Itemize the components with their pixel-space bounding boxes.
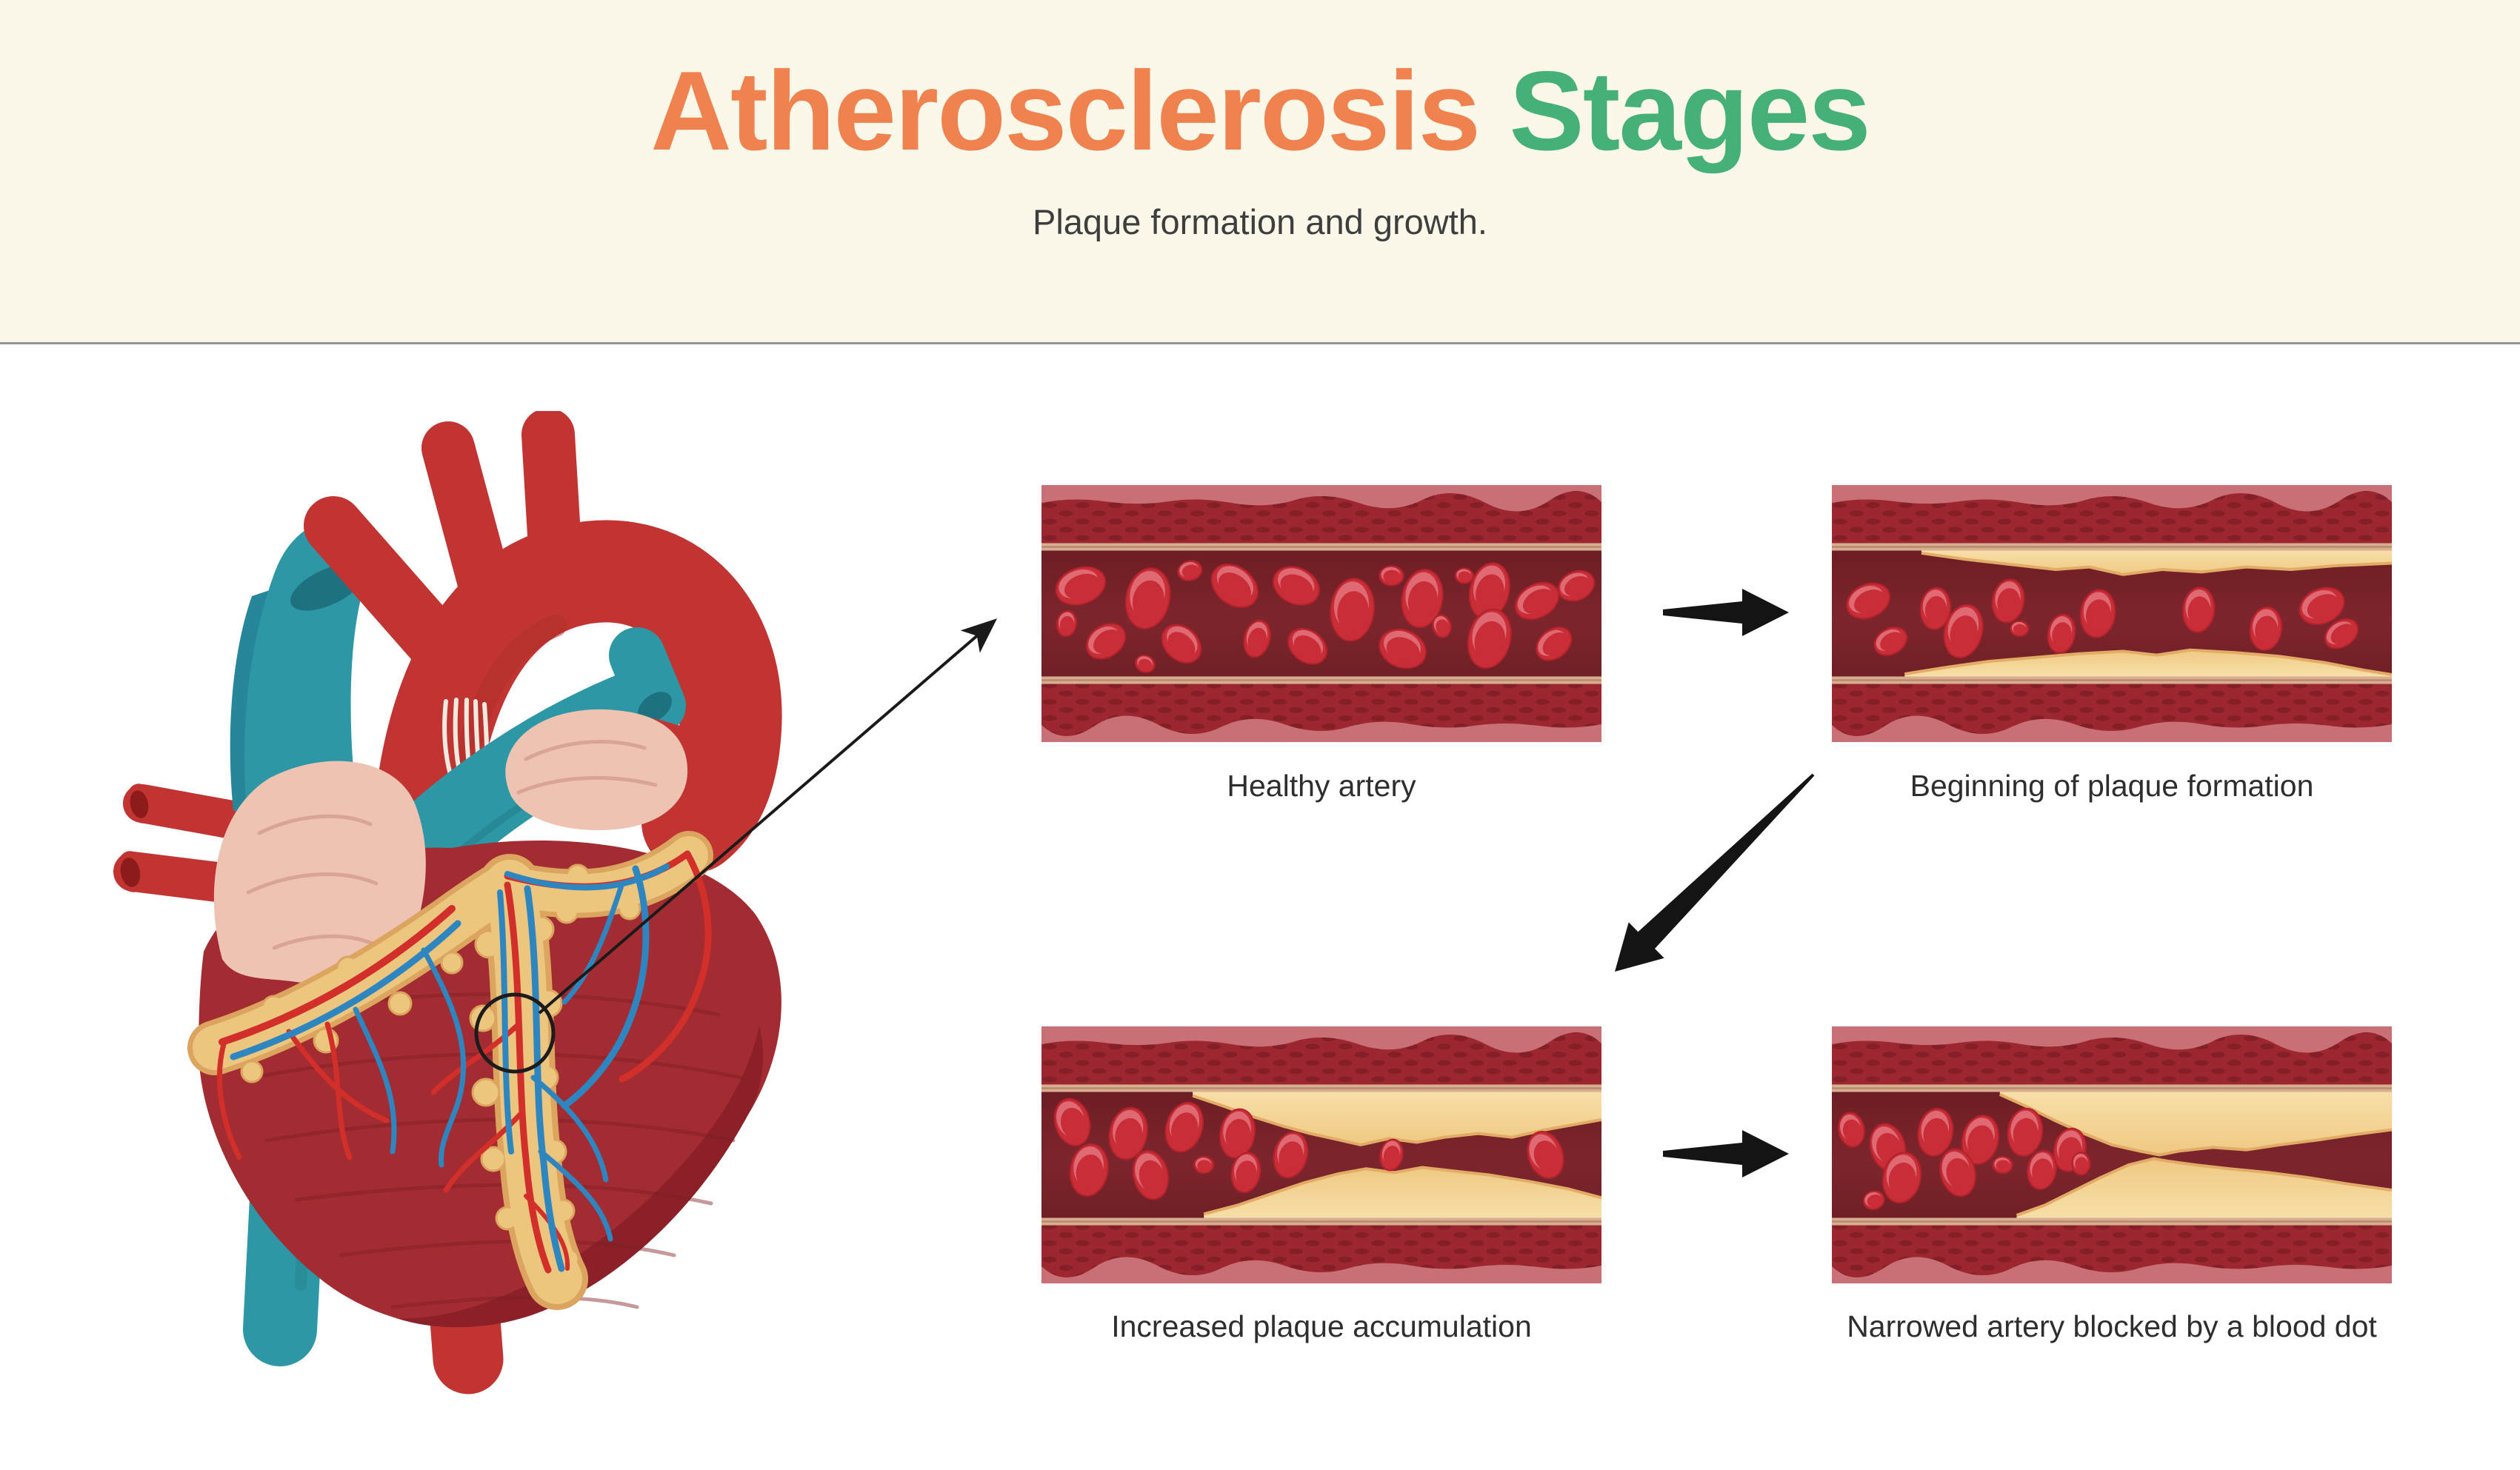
red-blood-cell (1056, 610, 1078, 638)
red-blood-cell (2181, 587, 2216, 633)
red-blood-cell (2027, 1149, 2057, 1190)
red-blood-cell (2079, 589, 2116, 638)
red-blood-cell (1862, 1190, 1885, 1211)
flow-arrow-3-4 (1663, 1130, 1789, 1177)
artery-svg-healthy (1041, 485, 1601, 742)
red-blood-cell (1230, 1152, 1261, 1194)
red-blood-cell (1514, 581, 1560, 621)
flow-arrow-1-2 (1663, 589, 1789, 636)
stage-label-healthy: Healthy artery (1227, 769, 1416, 803)
red-blood-cell (1873, 627, 1908, 656)
red-blood-cell (1919, 587, 1952, 630)
title-word-stages: Stages (1509, 48, 1870, 174)
stage-label-beginning: Beginning of plaque formation (1910, 769, 2314, 803)
red-blood-cell (2010, 620, 2030, 637)
red-blood-cell (1467, 608, 1512, 669)
red-blood-cell (1917, 1107, 1954, 1157)
red-blood-cell (1527, 1131, 1564, 1179)
red-blood-cell (2007, 1107, 2044, 1157)
flow-arrow-2-3 (1615, 773, 1815, 972)
red-blood-cell (1992, 1156, 2013, 1175)
stage-label-increased: Increased plaque accumulation (1111, 1309, 1532, 1343)
artery-svg-narrowed (1832, 1026, 2392, 1283)
red-blood-cell (1536, 626, 1573, 661)
red-blood-cell (2071, 1152, 2091, 1176)
red-blood-cell (1161, 624, 1202, 664)
red-blood-cell (1273, 1131, 1309, 1179)
red-blood-cell (1557, 569, 1596, 602)
stage-panel-beginning (1832, 485, 2392, 742)
red-blood-cell (1379, 628, 1427, 669)
header: Atherosclerosis Stages Plaque formation … (0, 0, 2520, 344)
red-blood-cell (1069, 1143, 1109, 1197)
stage-label-narrowed: Narrowed artery blocked by a blood dot (1847, 1309, 2377, 1343)
red-blood-cell (2299, 587, 2345, 626)
red-blood-cell (1124, 567, 1171, 629)
red-blood-cell (1939, 1148, 1976, 1197)
red-blood-cell (1210, 564, 1259, 609)
title-word-atherosclerosis: Atherosclerosis (650, 48, 1481, 174)
annotation-circle (474, 992, 556, 1074)
left-atrium (213, 761, 426, 990)
heart-svg (113, 411, 782, 1394)
red-blood-cell (1177, 560, 1203, 582)
red-blood-cell (1401, 569, 1444, 629)
red-blood-cell (1134, 655, 1156, 673)
red-blood-cell (1468, 562, 1510, 620)
red-blood-cell (2324, 618, 2359, 649)
artery-svg-increased (1041, 1026, 1601, 1283)
red-blood-cell (1193, 1156, 1215, 1175)
heart-illustration (104, 411, 785, 1396)
red-blood-cell (1164, 1101, 1204, 1153)
red-blood-cell (2249, 606, 2283, 651)
red-blood-cell (1108, 1106, 1148, 1160)
stage-panel-narrowed (1832, 1026, 2392, 1283)
red-blood-cell (1943, 604, 1984, 658)
red-blood-cell (1132, 1149, 1170, 1200)
red-blood-cell (1838, 1112, 1865, 1148)
page-subtitle: Plaque formation and growth. (1033, 202, 1487, 241)
red-blood-cell (1273, 566, 1320, 606)
red-blood-cell (1085, 623, 1127, 660)
red-blood-cell (1379, 1138, 1404, 1172)
stage-panel-healthy (1041, 485, 1601, 742)
red-blood-cell (1881, 1152, 1922, 1203)
red-blood-cell (2047, 613, 2076, 654)
red-blood-cell (1055, 566, 1107, 606)
red-blood-cell (1287, 627, 1328, 665)
red-blood-cell (1991, 578, 2025, 624)
red-blood-cell (1454, 567, 1474, 584)
red-blood-cell (1330, 578, 1375, 642)
red-blood-cell (1846, 582, 1891, 620)
red-blood-cell (1379, 565, 1404, 587)
red-blood-cell (1961, 1115, 2000, 1165)
artery-svg-beginning (1832, 485, 2392, 742)
red-blood-cell (1053, 1098, 1091, 1146)
red-blood-cell (1432, 614, 1452, 638)
page-title: Atherosclerosis Stages (0, 55, 2520, 167)
stage-panel-increased (1041, 1026, 1601, 1283)
red-blood-cell (1243, 619, 1271, 658)
right-atrium (505, 709, 688, 830)
red-blood-cell (1219, 1108, 1256, 1159)
